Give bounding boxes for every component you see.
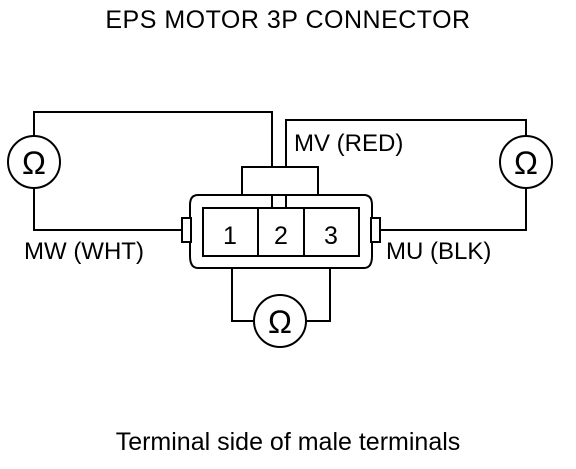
diagram-caption: Terminal side of male terminals xyxy=(115,428,461,456)
wire-label-mw: MW (WHT) xyxy=(24,238,144,265)
ohm-symbol: Ω xyxy=(268,304,292,340)
wire-mw-mu xyxy=(231,258,331,322)
terminal-3-label: 3 xyxy=(324,222,338,250)
ohm-symbol: Ω xyxy=(514,145,538,181)
connector-body xyxy=(181,166,381,269)
terminal-1-label: 1 xyxy=(223,222,237,250)
diagram-title: EPS MOTOR 3P CONNECTOR xyxy=(105,6,471,34)
ohmmeter-left-icon: Ω xyxy=(7,135,61,189)
ohmmeter-bottom-icon: Ω xyxy=(253,294,307,348)
ohm-symbol: Ω xyxy=(22,145,46,181)
wire-mw-mv xyxy=(33,111,273,231)
terminal-2-label: 2 xyxy=(274,222,288,250)
ohmmeter-right-icon: Ω xyxy=(499,135,553,189)
wire-label-mv: MV (RED) xyxy=(294,130,404,157)
wire-label-mu: MU (BLK) xyxy=(386,238,492,265)
